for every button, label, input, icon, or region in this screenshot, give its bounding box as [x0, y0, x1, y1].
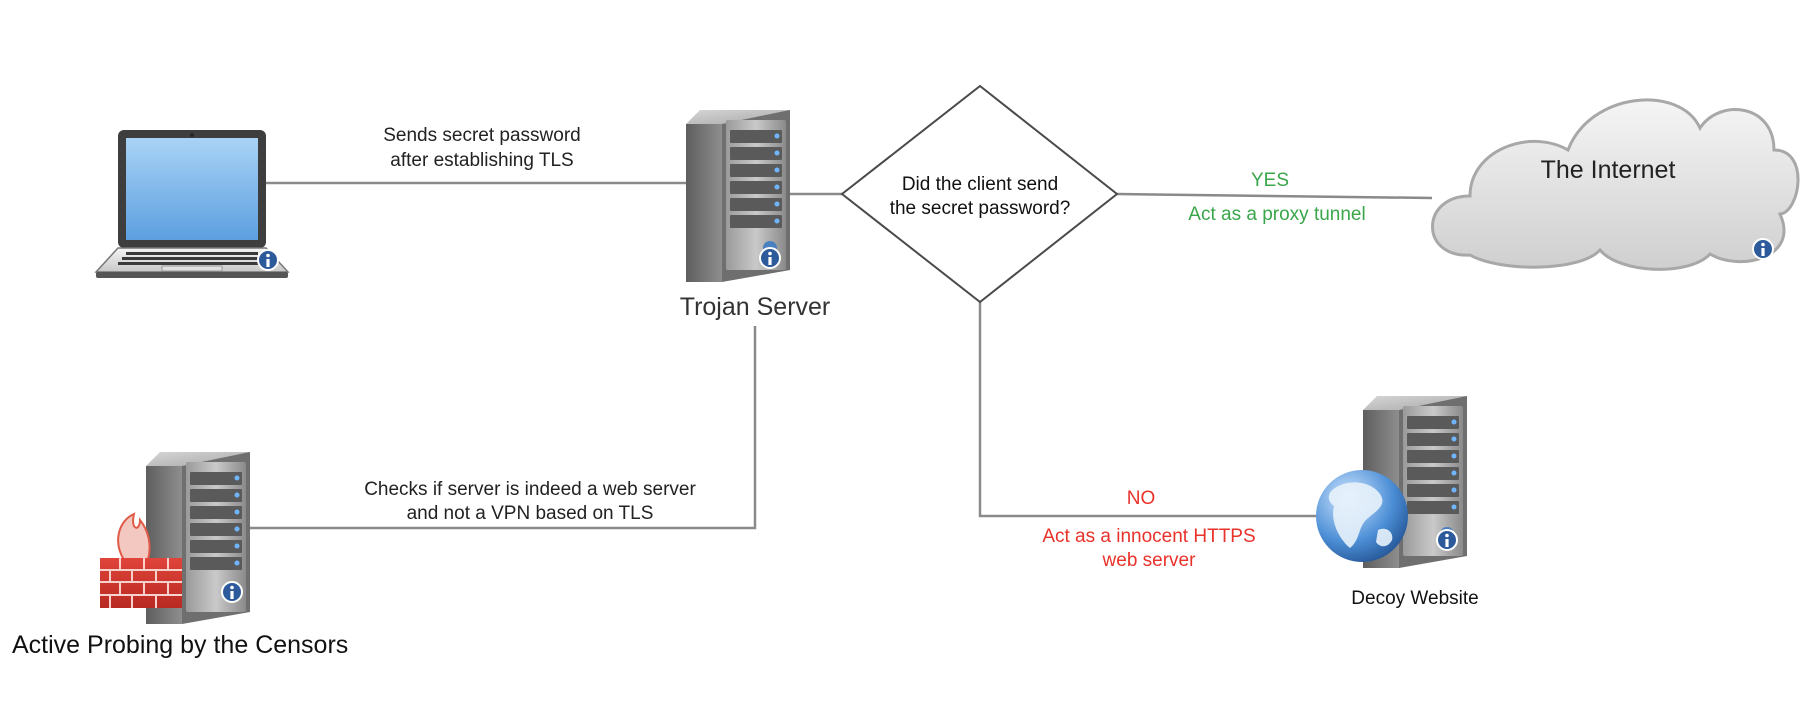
- edge-label-no-action-line1: Act as a innocent HTTPS: [1042, 526, 1255, 547]
- decision-text-line1: Did the client send: [902, 174, 1058, 195]
- edge-label-client-line2: after establishing TLS: [390, 150, 573, 171]
- globe-icon: [1316, 470, 1408, 562]
- decision-diamond: [840, 84, 1119, 304]
- edge-label-yes-action: Act as a proxy tunnel: [1188, 204, 1365, 225]
- info-icon[interactable]: [1752, 238, 1774, 260]
- info-icon[interactable]: [257, 249, 279, 271]
- cloud-icon: [1431, 98, 1800, 271]
- info-icon[interactable]: [221, 581, 243, 603]
- edge-yes-branch: [1116, 192, 1433, 200]
- edge-label-probe-line2: and not a VPN based on TLS: [407, 503, 654, 524]
- node-label-trojan-server: Trojan Server: [680, 293, 831, 321]
- laptop-icon: [94, 130, 290, 278]
- edge-label-probe-line1: Checks if server is indeed a web server: [364, 479, 696, 500]
- node-label-internet: The Internet: [1541, 156, 1676, 184]
- edge-probe-to-server: [250, 326, 757, 530]
- edge-no-branch: [978, 302, 1326, 518]
- edge-label-yes: YES: [1251, 170, 1289, 191]
- node-label-active-probing: Active Probing by the Censors: [12, 631, 348, 659]
- edge-label-no: NO: [1127, 488, 1156, 509]
- info-icon[interactable]: [759, 247, 781, 269]
- info-icon[interactable]: [1436, 529, 1458, 551]
- node-label-decoy-website: Decoy Website: [1351, 588, 1478, 609]
- edge-label-client-line1: Sends secret password: [383, 125, 581, 146]
- firewall-icon: [100, 512, 182, 608]
- edge-label-no-action-line2: web server: [1102, 550, 1197, 571]
- decision-text-line2: the secret password?: [890, 198, 1071, 219]
